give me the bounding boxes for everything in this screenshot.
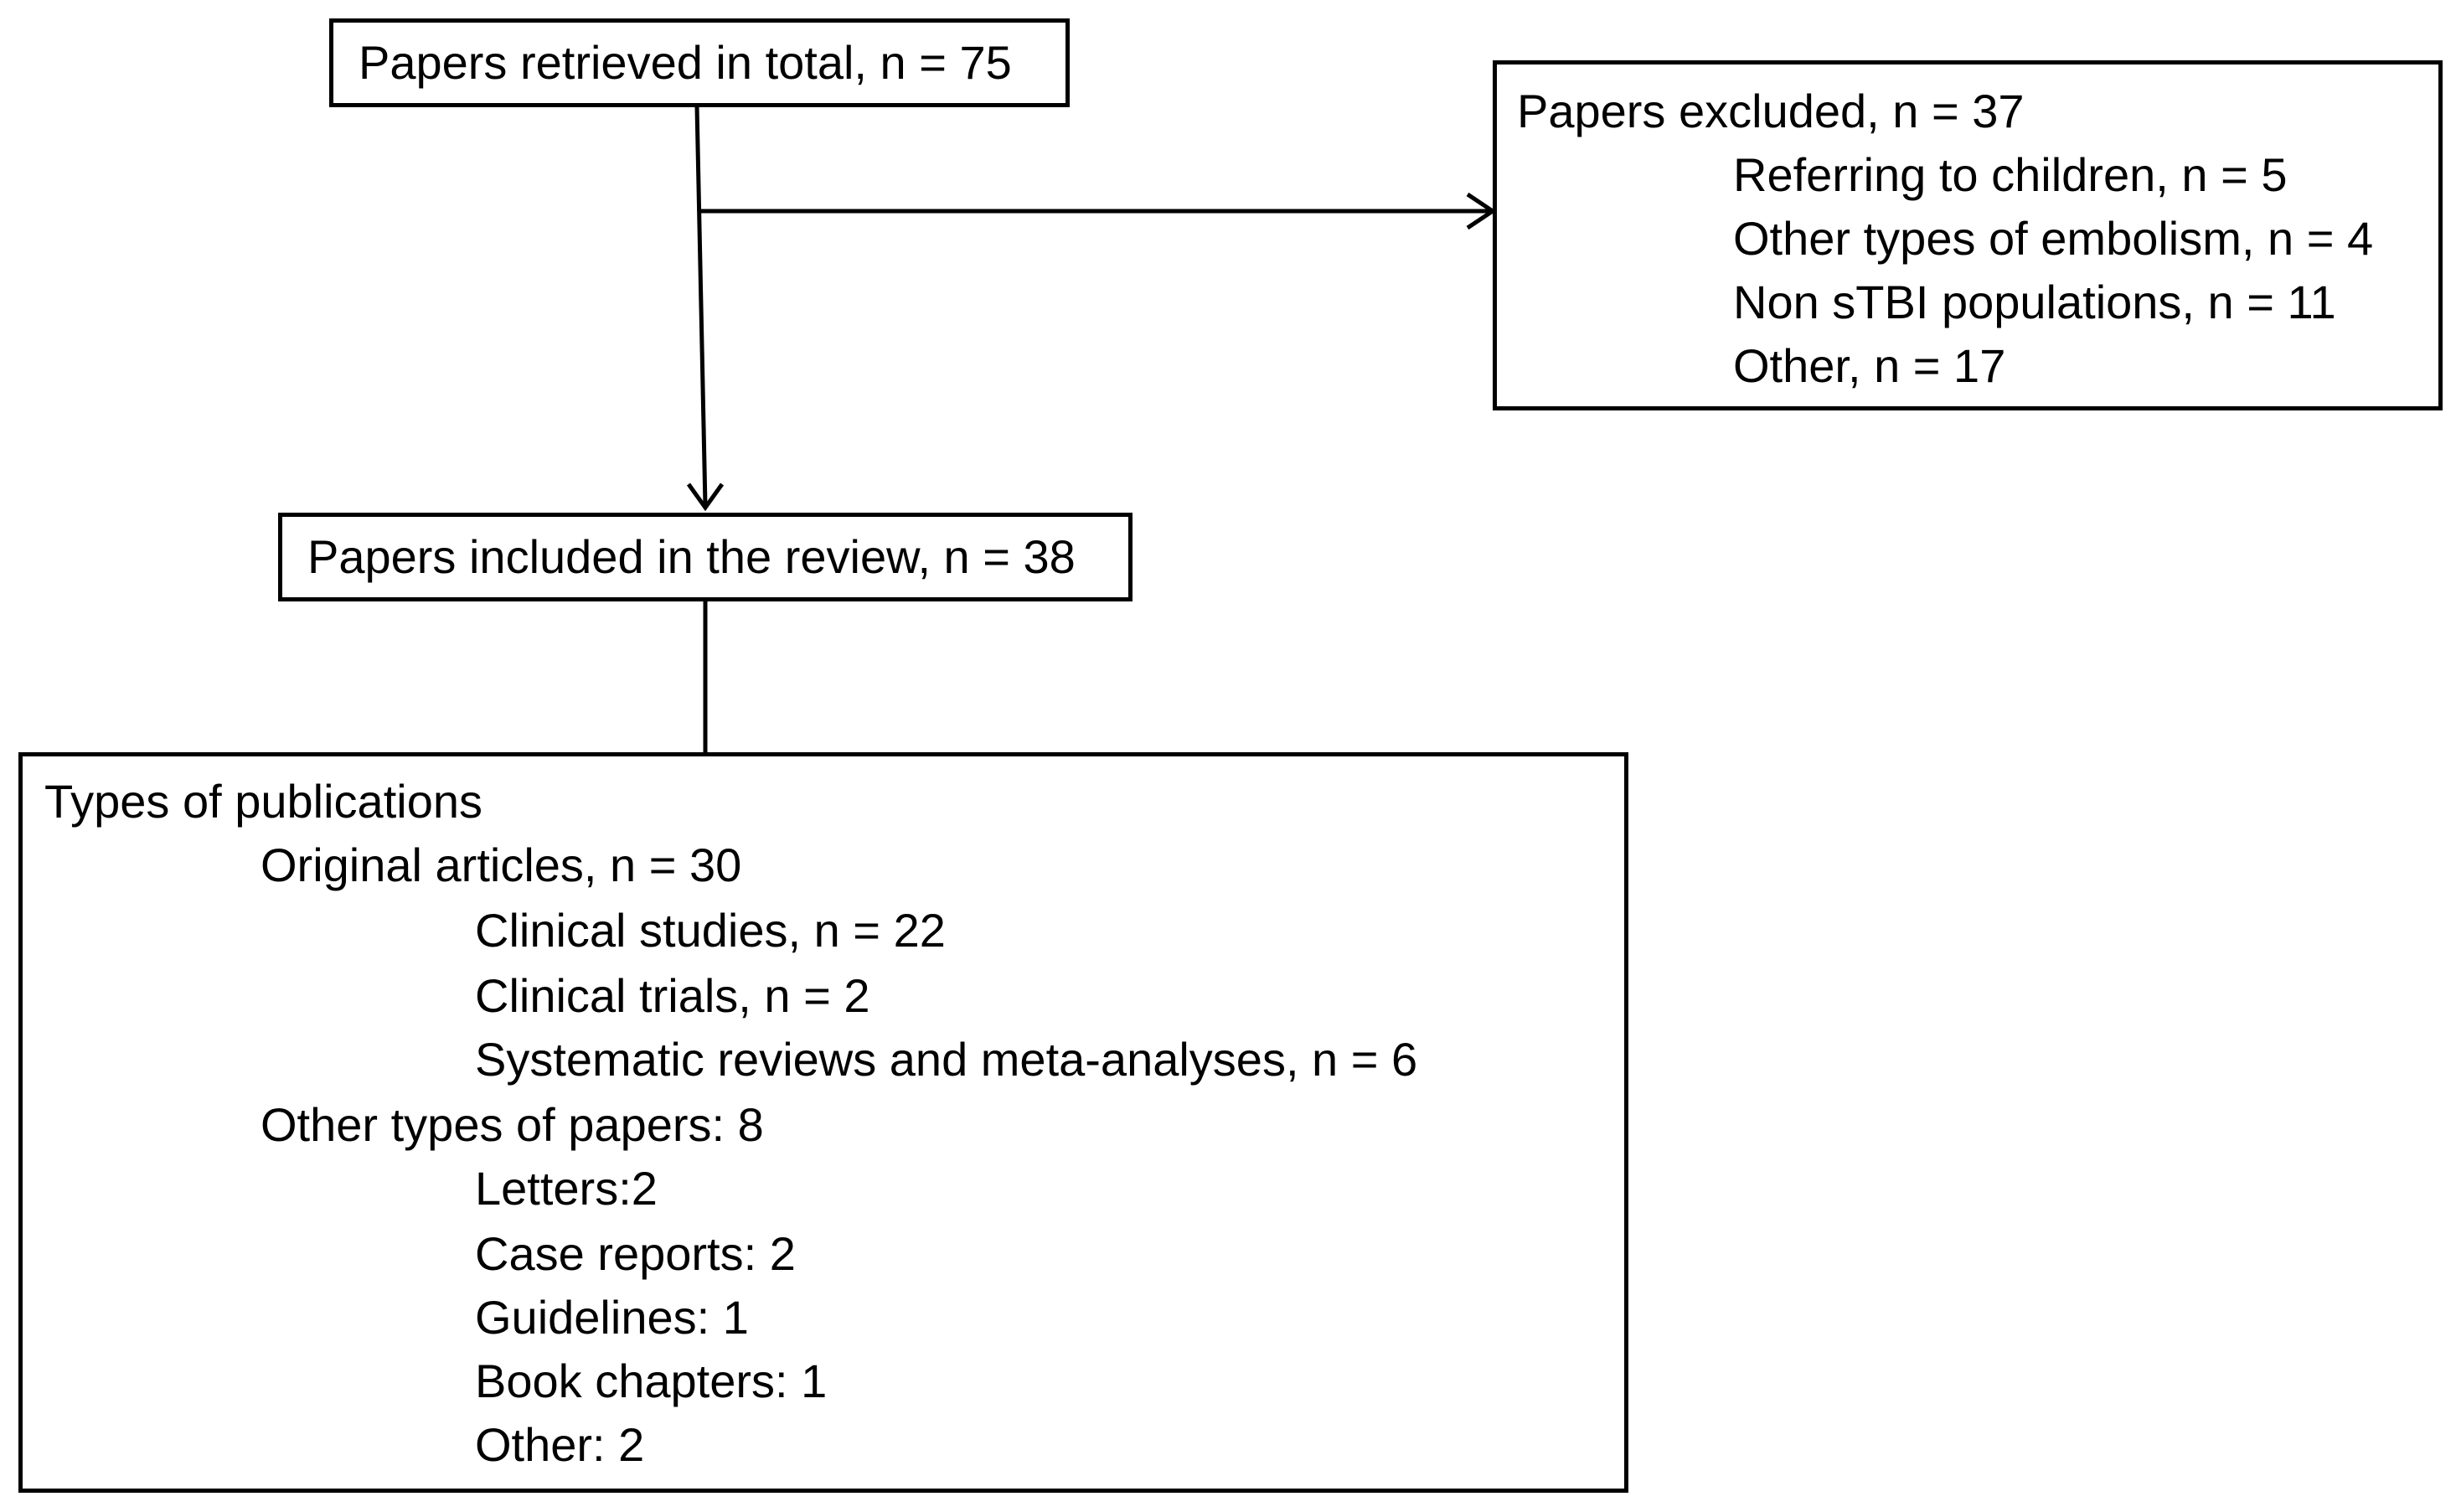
- original-articles-item: Systematic reviews and meta-analyses, n …: [475, 1033, 1418, 1086]
- types-title: Types of publications: [44, 775, 482, 828]
- other-papers-item: Case reports: 2: [475, 1227, 796, 1280]
- retrieved-label: Papers retrieved in total, n = 75: [359, 36, 1012, 89]
- types-box: Types of publications Original articles,…: [18, 752, 1628, 1493]
- other-papers-item: Other: 2: [475, 1418, 645, 1471]
- excluded-item: Referring to children, n = 5: [1733, 148, 2288, 201]
- other-papers-item: Book chapters: 1: [475, 1355, 828, 1407]
- excluded-title: Papers excluded, n = 37: [1517, 85, 2025, 137]
- excluded-item: Other, n = 17: [1733, 339, 2006, 392]
- included-label: Papers included in the review, n = 38: [307, 530, 1076, 583]
- included-box: Papers included in the review, n = 38: [278, 513, 1133, 601]
- retrieved-box: Papers retrieved in total, n = 75: [329, 18, 1070, 107]
- arrowhead-down: [686, 482, 725, 512]
- excluded-item: Non sTBI populations, n = 11: [1733, 276, 2336, 328]
- connector-retrieved-to-included: [694, 106, 708, 507]
- excluded-item: Other types of embolism, n = 4: [1733, 212, 2374, 265]
- other-papers-item: Letters:2: [475, 1162, 658, 1215]
- original-articles-item: Clinical trials, n = 2: [475, 969, 870, 1022]
- original-articles-item: Clinical studies, n = 22: [475, 904, 946, 957]
- other-papers-item: Guidelines: 1: [475, 1291, 749, 1344]
- excluded-box: Papers excluded, n = 37 Referring to chi…: [1493, 60, 2443, 410]
- other-papers-label: Other types of papers: 8: [261, 1098, 764, 1151]
- original-articles-label: Original articles, n = 30: [261, 839, 742, 891]
